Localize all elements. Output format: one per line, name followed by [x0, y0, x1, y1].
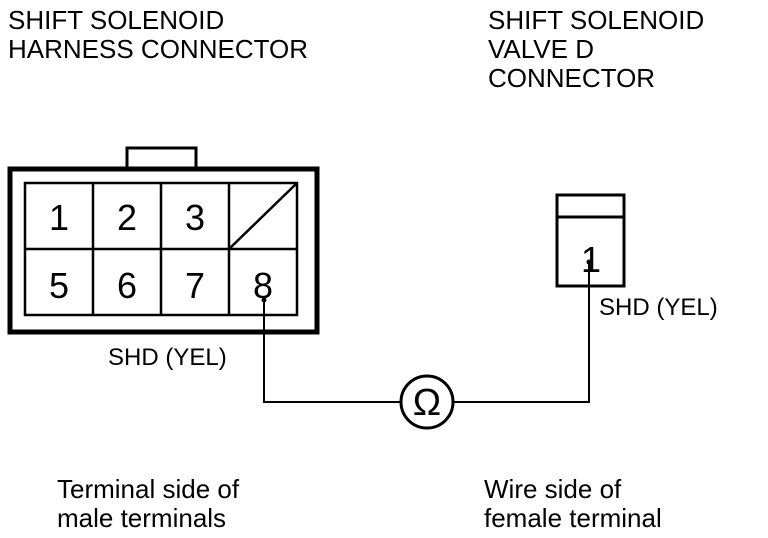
valve-connector-body: [555, 193, 626, 288]
solenoid-valve-connector: 1: [555, 193, 626, 288]
right-caption-line-2: female terminal: [484, 503, 662, 533]
pin-1: 1: [49, 197, 69, 238]
right-connector-title-line-1: SHIFT SOLENOID: [488, 5, 704, 35]
probe-point-left: [261, 297, 267, 303]
right-wire-label: SHD (YEL): [599, 294, 718, 321]
right-caption-line-1: Wire side of: [484, 474, 622, 504]
ohm-symbol: Ω: [413, 382, 441, 424]
pin-6: 6: [117, 265, 137, 306]
ohmmeter-icon: Ω: [399, 374, 455, 430]
connector-outer-shell: [7, 166, 320, 335]
pin-7: 7: [185, 265, 205, 306]
pin-5: 5: [49, 265, 69, 306]
left-caption-line-2: male terminals: [57, 503, 226, 533]
harness-connector: 1 2 3 5 6 7 8: [7, 146, 320, 335]
pin-2: 2: [117, 197, 137, 238]
empty-cavity-slash: [228, 182, 298, 250]
pin-3: 3: [185, 197, 205, 238]
test-lead-right: [454, 262, 590, 403]
left-connector-title-line-1: SHIFT SOLENOID: [8, 5, 224, 35]
valve-pin-1: 1: [581, 239, 601, 280]
test-lead-left: [263, 300, 400, 403]
left-caption-line-1: Terminal side of: [57, 474, 240, 504]
connector-latch: [125, 146, 198, 171]
left-connector-title-line-2: HARNESS CONNECTOR: [8, 34, 308, 64]
left-wire-label: SHD (YEL): [108, 344, 227, 371]
right-connector-title-line-2: VALVE D: [488, 34, 594, 64]
probe-point-right: [586, 259, 592, 265]
pin-8: 8: [253, 265, 273, 306]
right-connector-title-line-3: CONNECTOR: [488, 63, 655, 93]
